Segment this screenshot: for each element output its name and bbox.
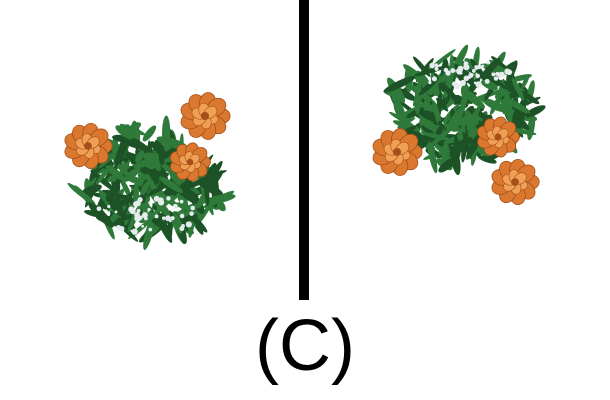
panel-caption: (C) [255, 306, 355, 386]
marigold-flower-icon [180, 92, 231, 140]
marigold-flower-icon [491, 158, 540, 206]
marigold-flower-icon [372, 128, 423, 176]
right-flower-image [310, 0, 610, 300]
divider-line [299, 0, 309, 300]
marigold-flower-icon [170, 142, 211, 182]
marigold-plant-icon [372, 44, 546, 206]
marigold-flower-icon [477, 116, 520, 158]
marigold-plant-icon [64, 92, 236, 250]
marigold-flower-icon [64, 122, 113, 170]
left-flower-image [0, 0, 300, 300]
